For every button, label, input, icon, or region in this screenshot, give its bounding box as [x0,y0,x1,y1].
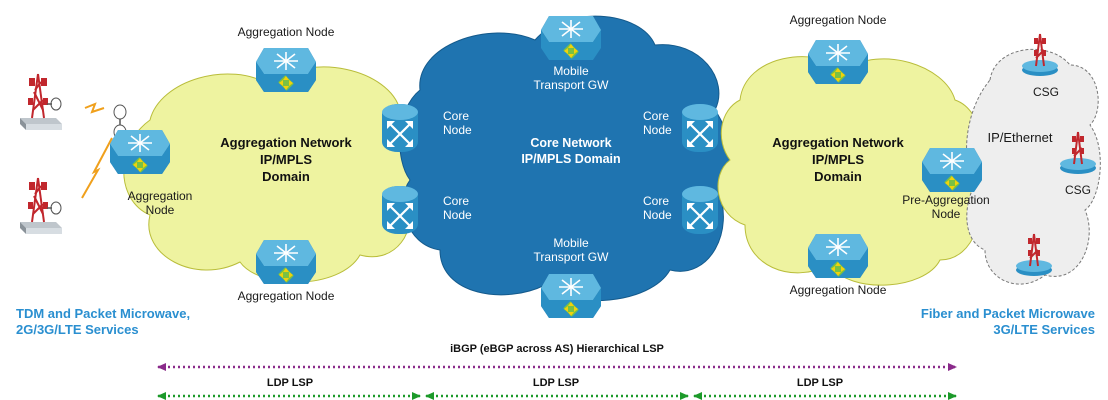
core-node-label: Core [443,109,469,123]
ibgp-lsp-label: iBGP (eBGP across AS) Hierarchical LSP [450,343,664,355]
core-node-label: Node [443,123,472,137]
cell-tower-icon [19,177,63,235]
gateway-label: Mobile [553,236,589,250]
aggregation-node-icon [807,233,869,279]
csg-label: CSG [1065,183,1091,197]
microwave-links [81,102,113,199]
aggregation-node-label: Aggregation Node [238,289,335,303]
network-subtitle: IP/MPLS [260,152,312,167]
aggregation-node-label: Aggregation Node [790,283,887,297]
csg-label: CSG [1033,85,1059,99]
pre-aggregation-node-label: Pre-Aggregation [902,193,989,207]
aggregation-node-label: Aggregation [128,189,193,203]
core-node-label: Node [643,123,672,137]
network-title: Core Network [530,136,611,150]
mobile-transport-gateway-icon [540,273,602,319]
aggregation-node-icon [807,39,869,85]
aggregation-node-label: Aggregation Node [238,25,335,39]
network-subtitle: IP/MPLS [812,152,864,167]
core-node-label: Core [643,194,669,208]
core-node-label: Node [443,208,472,222]
core-node-label: Core [643,109,669,123]
ldp-lsp-label: LDP LSP [797,377,843,389]
pre-aggregation-node-label: Node [932,207,961,221]
core-node-label: Node [643,208,672,222]
aggregation-node-icon [109,129,171,175]
network-subtitle: Domain [814,169,862,184]
aggregation-node-icon [255,47,317,93]
aggregation-node-label: Node [146,203,175,217]
cell-tower-icon [19,73,63,131]
ldp-lsp-label: LDP LSP [533,377,579,389]
aggregation-node-icon [255,239,317,285]
core-router-icon [680,102,720,154]
network-subtitle: IP/MPLS Domain [521,152,620,166]
gateway-label: Transport GW [534,78,610,92]
service-label-left: 2G/3G/LTE Services [16,322,139,337]
ldp-lsp-label: LDP LSP [267,377,313,389]
core-router-icon [380,184,420,236]
service-label-left: TDM and Packet Microwave, [16,306,190,321]
access-network-label: IP/Ethernet [987,130,1052,145]
core-router-icon [380,102,420,154]
network-title: Aggregation Network [220,135,352,150]
core-node-label: Core [443,194,469,208]
aggregation-node-label: Aggregation Node [790,13,887,27]
network-subtitle: Domain [262,169,310,184]
gateway-label: Mobile [553,64,589,78]
mobile-transport-gateway-icon [540,15,602,61]
network-title: Aggregation Network [772,135,904,150]
gateway-label: Transport GW [534,250,610,264]
core-router-icon [680,184,720,236]
pre-aggregation-node-icon [921,147,983,193]
service-label-right: 3G/LTE Services [993,322,1095,337]
service-label-right: Fiber and Packet Microwave [921,306,1095,321]
